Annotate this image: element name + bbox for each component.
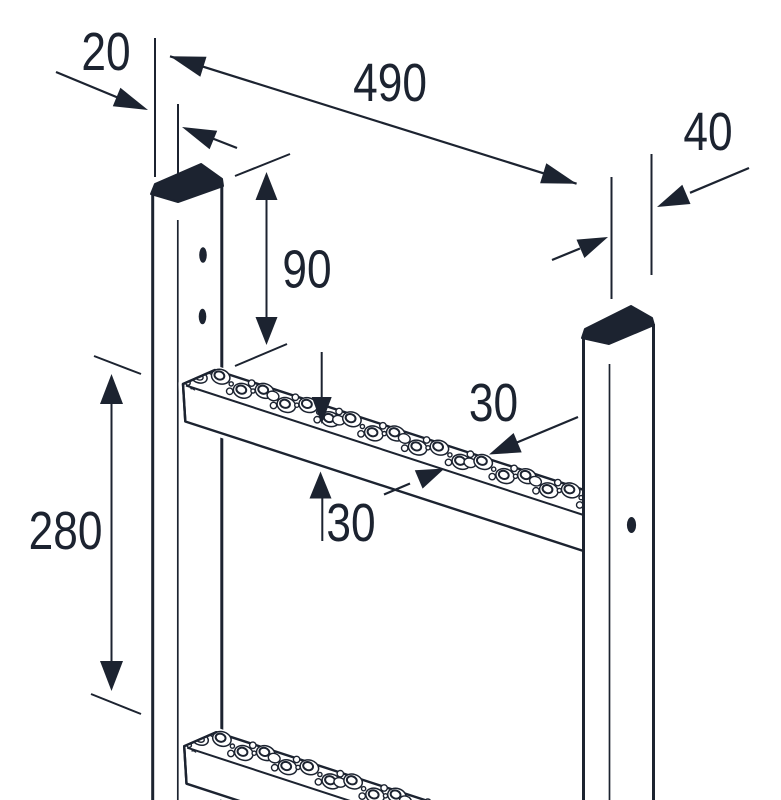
svg-text:490: 490 bbox=[353, 53, 427, 113]
svg-text:40: 40 bbox=[683, 102, 732, 162]
svg-text:90: 90 bbox=[282, 239, 331, 299]
svg-text:30: 30 bbox=[469, 373, 518, 433]
svg-text:20: 20 bbox=[81, 22, 130, 82]
svg-text:30: 30 bbox=[326, 493, 375, 553]
svg-text:280: 280 bbox=[29, 501, 103, 561]
